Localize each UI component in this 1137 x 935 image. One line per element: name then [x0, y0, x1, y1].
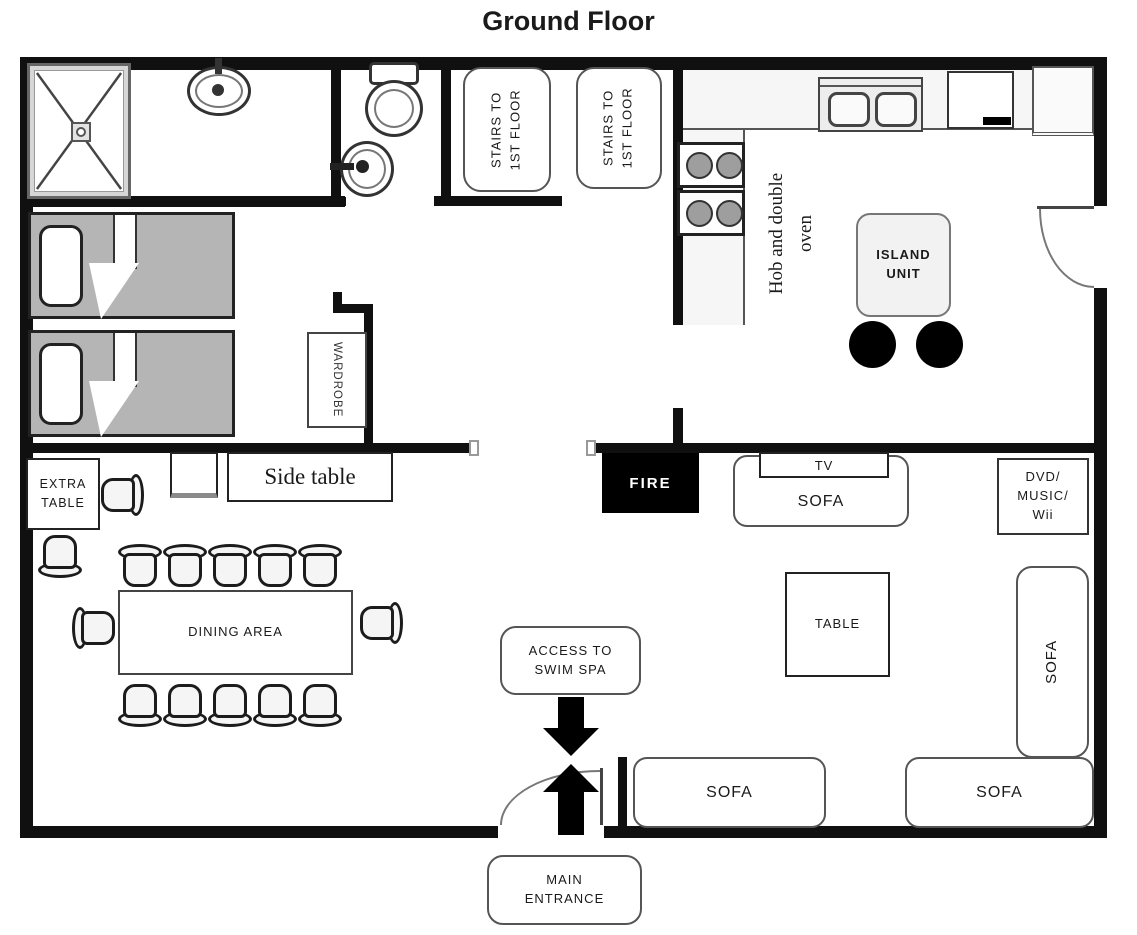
- chair: [253, 681, 297, 727]
- wall-right-lower: [1094, 288, 1107, 838]
- wall-wc-left: [331, 57, 341, 206]
- stool-right: [916, 321, 963, 368]
- wc-sink-tap: [330, 163, 354, 170]
- entrance-arrow-head: [543, 764, 599, 792]
- wall-middle-right: [588, 443, 1107, 453]
- sink-basin-left: [828, 92, 870, 127]
- kitchen-door-arc: [1039, 209, 1094, 288]
- entrance-door-leaf: [600, 768, 603, 825]
- chair: [98, 474, 144, 518]
- chair: [298, 681, 342, 727]
- chair: [163, 681, 207, 727]
- chair: [38, 532, 83, 578]
- page-title: Ground Floor: [482, 6, 655, 36]
- sofa-bottom-left: SOFA: [633, 757, 826, 828]
- kitchen-corner-unit: [1032, 66, 1094, 136]
- hob-unit-bottom: [677, 190, 745, 236]
- sofa-right: SOFA: [1016, 566, 1089, 758]
- chair: [118, 681, 162, 727]
- bed-2: [28, 330, 235, 437]
- dining-table-label: DINING AREA: [188, 624, 283, 640]
- wall-top: [20, 57, 1107, 70]
- chair: [253, 544, 297, 590]
- chair: [208, 544, 252, 590]
- sofa-bottom-right-label: SOFA: [976, 783, 1023, 801]
- kitchen-sink-unit: [818, 77, 923, 132]
- side-table: Side table: [227, 452, 393, 502]
- wc-sink-tap-dot: [356, 160, 369, 173]
- wall-entry-stub: [618, 757, 627, 837]
- bathroom-sink: [187, 66, 251, 116]
- chair: [298, 544, 342, 590]
- shower-tray: [27, 63, 131, 199]
- wall-cap-right: [586, 440, 596, 456]
- bathroom-sink-tap: [215, 58, 222, 74]
- entrance-arrow: [558, 792, 584, 835]
- bed-1-pillow: [39, 225, 83, 307]
- kitchen-door-leaf: [1037, 206, 1094, 209]
- sofa-right-label: SOFA: [1043, 639, 1061, 685]
- hob-unit-top: [677, 142, 745, 188]
- wall-right-upper: [1094, 57, 1107, 206]
- bathroom-sink-tap-dot: [212, 84, 224, 96]
- stool-left: [849, 321, 896, 368]
- sofa-main-label: SOFA: [797, 493, 845, 511]
- shower-drain: [71, 122, 91, 142]
- wall-bottom-right: [604, 826, 1107, 838]
- tv: TV: [759, 452, 889, 478]
- chair: [72, 607, 118, 649]
- chair: [357, 602, 403, 646]
- fireplace-label: FIRE: [629, 474, 672, 492]
- fireplace: FIRE: [602, 453, 699, 513]
- sofa-bottom-right: SOFA: [905, 757, 1094, 828]
- wall-middle-left: [20, 443, 478, 453]
- side-table-label: Side table: [264, 464, 356, 489]
- sink-basin-right: [875, 92, 917, 127]
- wardrobe-label: WARDROBE: [331, 342, 343, 418]
- tv-label: TV: [814, 457, 834, 473]
- media-unit-label: DVD/ MUSIC/ Wii: [1017, 469, 1069, 522]
- wall-stairs-left: [441, 57, 451, 203]
- media-unit: DVD/ MUSIC/ Wii: [997, 458, 1089, 535]
- chair: [163, 544, 207, 590]
- chair: [118, 544, 162, 590]
- wall-stairs-bottom: [434, 196, 562, 206]
- toilet-bowl: [365, 80, 423, 137]
- wall-bedroom-jog-h: [333, 304, 373, 313]
- swim-spa-arrow: [558, 697, 584, 729]
- chair: [208, 681, 252, 727]
- appliance-handle: [983, 117, 1011, 125]
- wall-bottom-left: [20, 826, 498, 838]
- coffee-table: TABLE: [785, 572, 890, 677]
- kitchen-appliance: [947, 71, 1014, 129]
- wall-bedroom-jog-v: [364, 310, 373, 450]
- bed-1: [28, 212, 235, 319]
- wall-bathroom-bottom: [20, 196, 345, 207]
- wall-bedroom-jog-stub: [333, 292, 342, 306]
- dining-table: DINING AREA: [118, 590, 353, 675]
- wall-cap-left: [469, 440, 479, 456]
- coffee-table-label: TABLE: [814, 616, 861, 632]
- wall-kitchen-stub: [673, 408, 683, 453]
- swim-spa-arrow-head: [543, 728, 599, 756]
- wardrobe: WARDROBE: [307, 332, 367, 428]
- wall-wc-stub: [318, 197, 346, 206]
- sofa-bottom-left-label: SOFA: [706, 783, 753, 801]
- bed-2-pillow: [39, 343, 83, 425]
- small-side-table: [170, 452, 218, 498]
